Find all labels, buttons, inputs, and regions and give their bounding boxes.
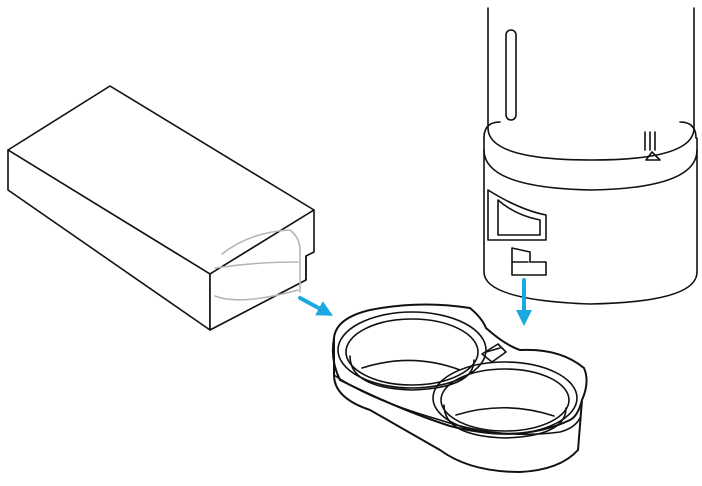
insert-from-box-arrow — [298, 296, 334, 316]
double-bowl-icon — [331, 303, 588, 473]
box-icon — [7, 85, 315, 331]
feeder-icon — [483, 7, 698, 305]
